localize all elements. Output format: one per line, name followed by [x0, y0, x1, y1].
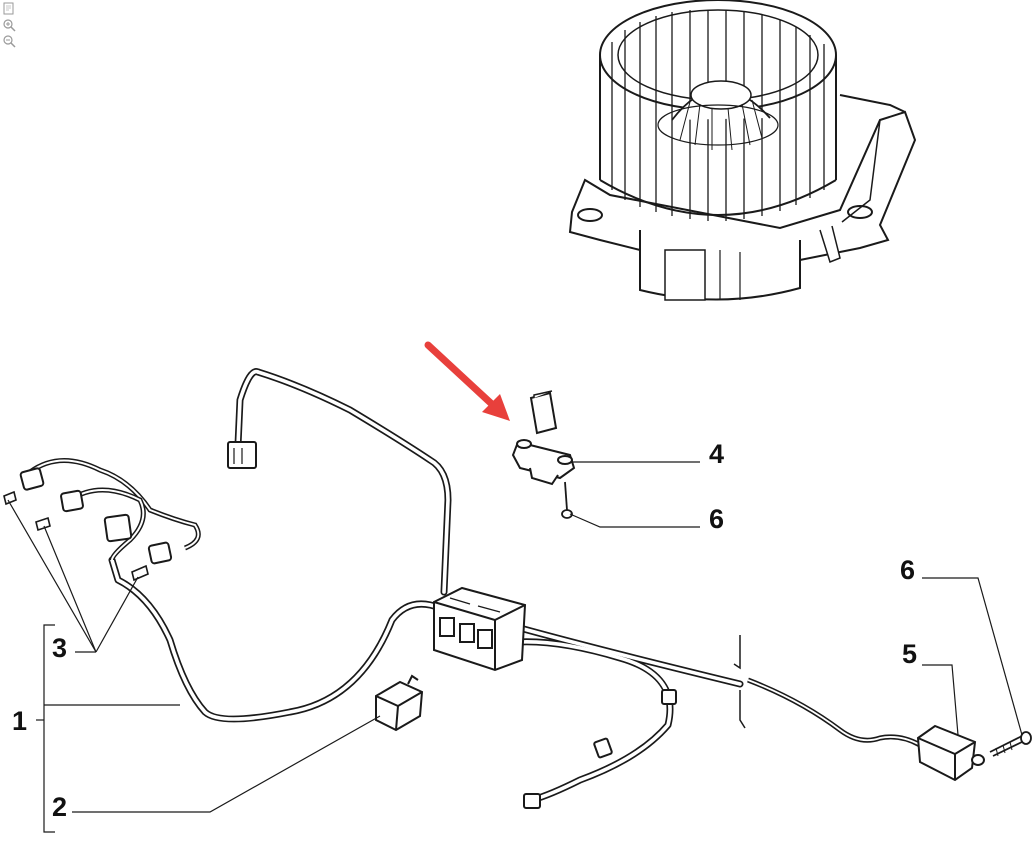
- highlight-arrow: [424, 341, 510, 421]
- blower-motor-assembly: [568, 0, 917, 301]
- screw-part-upper: [561, 481, 573, 519]
- blower-resistor-part: [511, 390, 576, 486]
- harness-connector-block: [433, 586, 527, 672]
- break-indicator: [733, 635, 746, 729]
- callout-6-lower: 6: [900, 555, 916, 585]
- wiring-harness: [108, 368, 744, 804]
- callout-2: 2: [52, 792, 68, 822]
- clip-parts: [3, 490, 149, 582]
- callout-6-upper: 6: [709, 504, 725, 534]
- relay-part: [375, 674, 424, 732]
- viewer-toolbar: [2, 2, 20, 50]
- callout-5: 5: [902, 639, 918, 669]
- leader-lines: [7, 461, 1023, 833]
- zoom-out-icon[interactable]: [2, 34, 16, 48]
- screw-part-lower: [989, 731, 1032, 757]
- harness-left-cluster: [19, 441, 257, 565]
- harness-end-connector: [523, 689, 677, 809]
- callout-3: 3: [52, 633, 68, 663]
- callout-4: 4: [709, 439, 725, 469]
- sensor-part: [747, 677, 985, 782]
- callout-1: 1: [12, 706, 28, 736]
- fit-page-icon[interactable]: [2, 2, 16, 16]
- zoom-in-icon[interactable]: [2, 18, 16, 32]
